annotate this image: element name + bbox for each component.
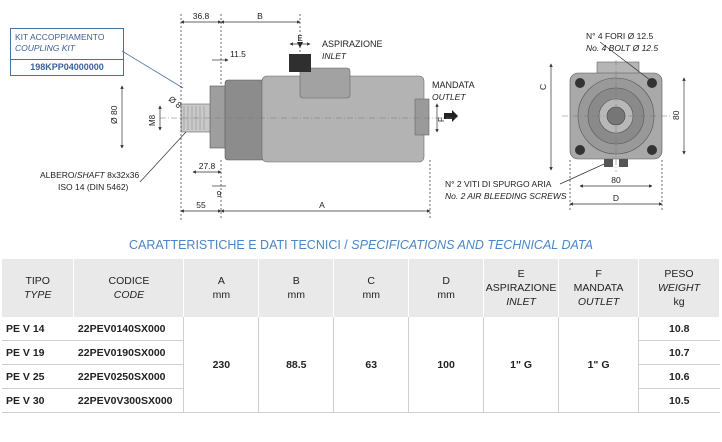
shaft-spec: 8x32x36 bbox=[105, 170, 140, 180]
bleed-label-it: N° 2 VITI DI SPURGO ARIA bbox=[445, 179, 552, 189]
shaft-label-it: ALBERO/ bbox=[40, 170, 77, 180]
pump-flange bbox=[209, 85, 228, 149]
cell-tipo: PE V 19 bbox=[2, 340, 74, 365]
cell-c: 63 bbox=[333, 317, 409, 413]
cell-codice: 22PEV0250SX000 bbox=[73, 364, 184, 389]
dim-f: F bbox=[437, 117, 446, 122]
pump-front-cover bbox=[224, 79, 266, 161]
cell-f: 1" G bbox=[558, 317, 639, 413]
cell-peso: 10.8 bbox=[638, 317, 720, 341]
cell-peso: 10.7 bbox=[638, 340, 720, 365]
dim-80: Ø 80 bbox=[109, 105, 119, 124]
kit-label-en: COUPLING KIT bbox=[15, 43, 75, 53]
bolt-hole-icon bbox=[647, 78, 657, 88]
cell-tipo: PE V 30 bbox=[2, 388, 74, 413]
cell-e: 1" G bbox=[483, 317, 559, 413]
cell-tipo: PE V 25 bbox=[2, 364, 74, 389]
table-row: PE V 25 22PEV0250SX000 10.6 bbox=[2, 364, 720, 389]
cell-tipo: PE V 14 bbox=[2, 317, 74, 341]
dim-36-8: 36.8 bbox=[193, 11, 210, 21]
kit-label-it: KIT ACCOPPIAMENTO bbox=[15, 32, 105, 42]
cell-d: 100 bbox=[408, 317, 484, 413]
table-row: PE V 30 22PEV0V300SX000 10.5 bbox=[2, 388, 720, 413]
table-title: CARATTERISTICHE E DATI TECNICI / SPECIFI… bbox=[0, 238, 722, 252]
inlet-port-boss bbox=[299, 67, 351, 99]
title-en: SPECIFICATIONS AND TECHNICAL DATA bbox=[351, 238, 593, 252]
cell-a: 230 bbox=[183, 317, 259, 413]
inlet-fitting bbox=[289, 54, 311, 72]
cell-peso: 10.5 bbox=[638, 388, 720, 413]
dim-11-5: 11.5 bbox=[230, 49, 246, 59]
holes-label-en: No. 4 BOLT Ø 12.5 bbox=[586, 43, 658, 53]
cell-codice: 22PEV0140SX000 bbox=[73, 317, 184, 341]
dim-a: A bbox=[319, 200, 325, 210]
bolt-hole-icon bbox=[575, 145, 585, 155]
bolt-hole-icon bbox=[647, 145, 657, 155]
kit-code: 198KPP04000000 bbox=[11, 59, 123, 75]
shaft-standard: ISO 14 (DIN 5462) bbox=[58, 182, 129, 192]
inlet-label-en: INLET bbox=[322, 51, 347, 61]
svg-text:ALBERO/SHAFT 8x32x36: ALBERO/SHAFT 8x32x36 bbox=[40, 170, 140, 180]
outlet-label-it: MANDATA bbox=[432, 80, 475, 90]
cell-peso: 10.6 bbox=[638, 364, 720, 389]
cell-b: 88.5 bbox=[258, 317, 334, 413]
kit-leader-line bbox=[121, 50, 184, 89]
bleed-label-en: No. 2 AIR BLEEDING SCREWS bbox=[445, 191, 567, 201]
dim-b: B bbox=[257, 11, 263, 21]
dim-m8: M8 bbox=[148, 114, 157, 126]
title-it: CARATTERISTICHE E DATI TECNICI / bbox=[129, 238, 352, 252]
outlet-label-en: OUTLET bbox=[432, 92, 466, 102]
shaft-label-en: SHAFT bbox=[77, 170, 106, 180]
outlet-port bbox=[414, 98, 430, 136]
outlet-arrow-icon bbox=[452, 110, 458, 122]
inlet-label-it: ASPIRAZIONE bbox=[322, 39, 383, 49]
dim-d: D bbox=[613, 193, 619, 203]
dim-55: 55 bbox=[196, 200, 206, 210]
dim-80-right: 80 bbox=[671, 110, 681, 120]
dim-c: C bbox=[538, 84, 548, 90]
holes-label-it: N° 4 FORI Ø 12.5 bbox=[586, 31, 653, 41]
bolt-hole-icon bbox=[575, 78, 585, 88]
cell-codice: 22PEV0190SX000 bbox=[73, 340, 184, 365]
table-row: PE V 14 22PEV0140SX000 230 88.5 63 100 1… bbox=[2, 317, 720, 413]
dim-9: 9 bbox=[217, 189, 222, 199]
cell-codice: 22PEV0V300SX000 bbox=[73, 388, 184, 413]
dim-27-8: 27.8 bbox=[199, 161, 216, 171]
dim-80-bottom: 80 bbox=[611, 175, 621, 185]
technical-drawing: 36.8 B 11.5 E ASPIRAZIONE INLET MANDATA … bbox=[40, 11, 686, 220]
dim-e: E bbox=[297, 34, 302, 43]
table-row: PE V 19 22PEV0190SX000 10.7 bbox=[2, 340, 720, 365]
